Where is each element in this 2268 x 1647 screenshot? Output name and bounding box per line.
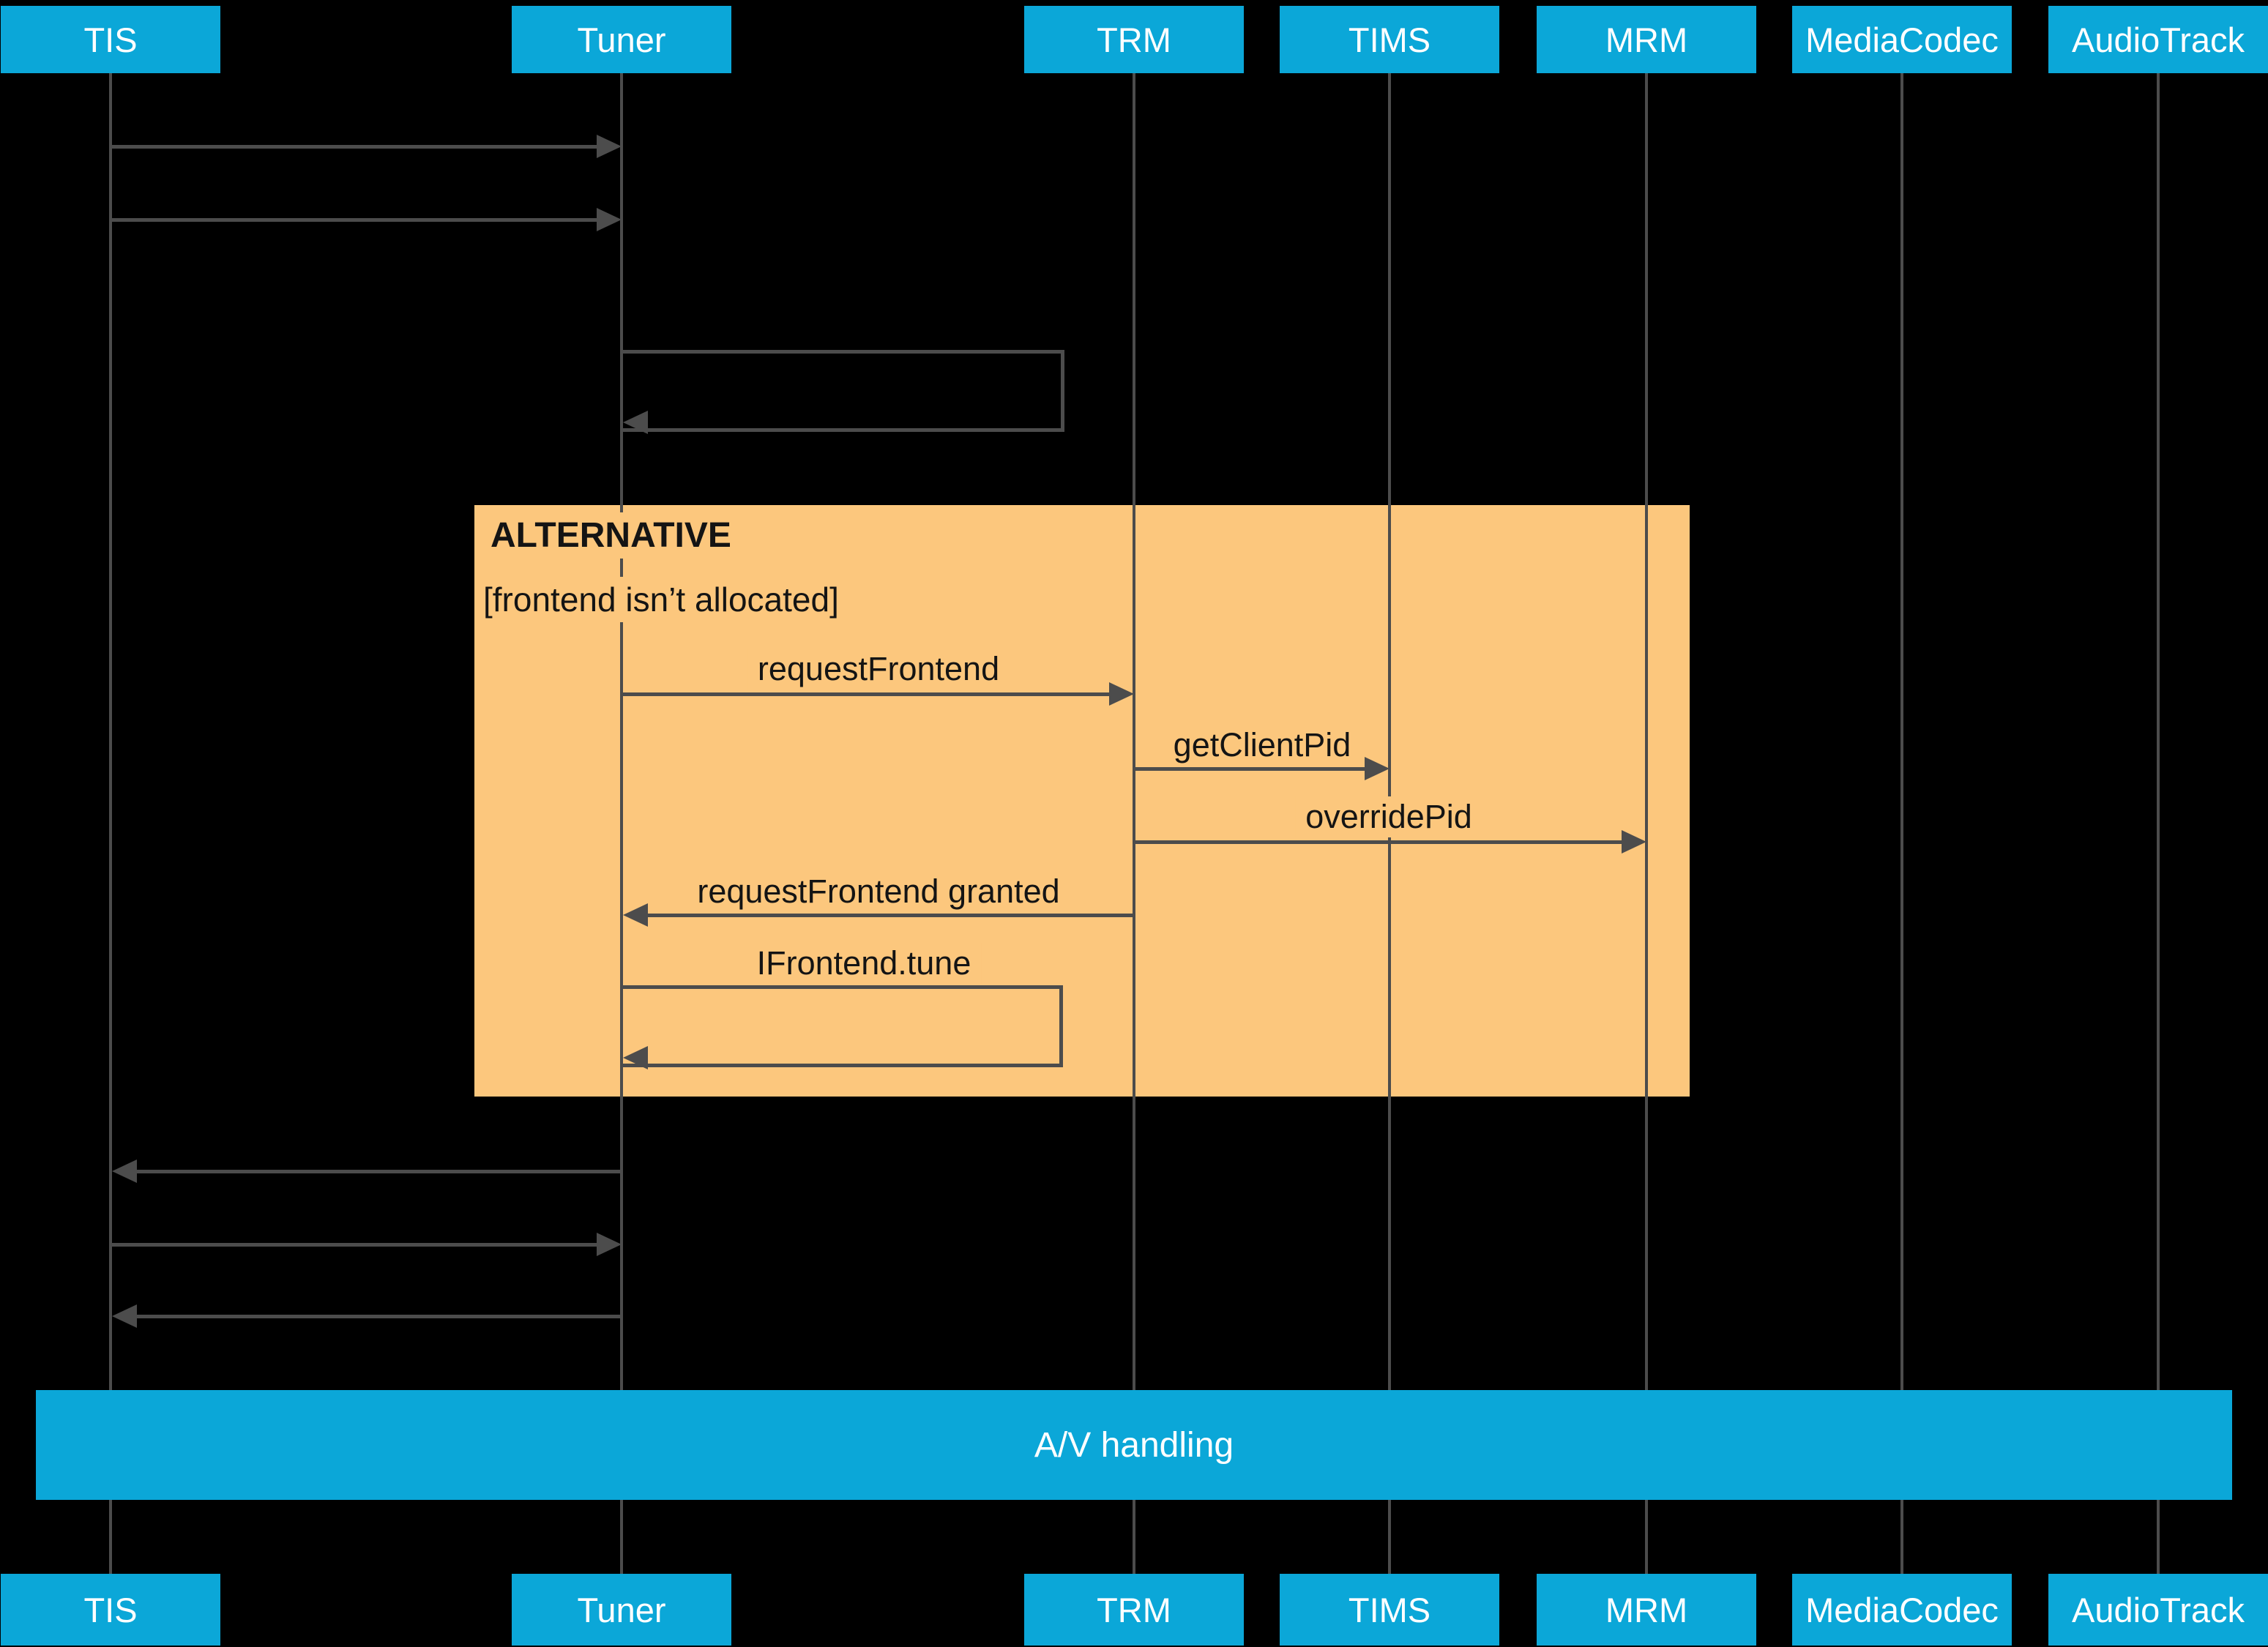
message-label-request-frontend-granted: requestFrontend granted [687,871,1070,912]
arrow-trm-to-tuner-granted [648,914,1134,917]
lifeline-trm [1133,73,1135,1574]
av-handling-band: A/V handling [36,1390,2232,1500]
arrowhead-left-icon [112,1304,137,1328]
participant-bottom-tims: TIMS [1280,1574,1499,1646]
lifeline-audiotrack [2157,73,2160,1574]
self-message-tuner-1 [623,350,1064,432]
arrow-trm-to-mrm-overridepid [1135,840,1622,844]
participant-bottom-tis: TIS [1,1574,220,1646]
arrow-tuner-to-tis-1 [137,1170,622,1173]
participant-bottom-mrm: MRM [1537,1574,1756,1646]
arrowhead-right-icon [1622,830,1646,854]
message-label-override-pid: overridePid [1295,796,1482,837]
arrowhead-left-icon [112,1159,137,1183]
participant-top-tis: TIS [1,6,220,73]
av-handling-label: A/V handling [1034,1425,1234,1465]
message-label-ifrontend-tune: IFrontend.tune [746,943,982,984]
alt-fragment-title: ALTERNATIVE [483,512,739,559]
participant-top-tims: TIMS [1280,6,1499,73]
participant-top-mediacodec: MediaCodec [1792,6,2012,73]
lifeline-tis [109,73,112,1574]
arrowhead-right-icon [597,135,622,158]
arrow-tuner-to-tis-2 [137,1315,622,1318]
self-message-tuner-ifrontend-tune [623,985,1063,1067]
message-label-request-frontend: requestFrontend [747,649,1010,690]
lifeline-mediacodec [1900,73,1903,1574]
arrow-tuner-to-trm-requestfrontend [623,692,1109,696]
participant-top-audiotrack: AudioTrack [2048,6,2268,73]
participant-bottom-mediacodec: MediaCodec [1792,1574,2012,1646]
participant-top-trm: TRM [1024,6,1244,73]
arrowhead-right-icon [597,208,622,231]
participant-top-tuner: Tuner [512,6,731,73]
arrowhead-right-icon [597,1233,622,1256]
lifeline-tuner [620,73,623,1574]
message-label-get-client-pid: getClientPid [1163,725,1362,766]
participant-bottom-tuner: Tuner [512,1574,731,1646]
arrow-trm-to-tims-getclientpid [1135,767,1365,771]
arrowhead-left-icon [623,1046,648,1069]
participant-bottom-trm: TRM [1024,1574,1244,1646]
participant-top-mrm: MRM [1537,6,1756,73]
alt-fragment-guard: [frontend isn’t allocated] [476,577,846,622]
arrow-tis-to-tuner-2 [112,218,597,222]
arrowhead-left-icon [623,411,648,434]
lifeline-mrm [1645,73,1648,1574]
arrowhead-left-icon [623,903,648,927]
arrowhead-right-icon [1109,682,1134,706]
arrow-tis-to-tuner-3 [112,1243,597,1247]
participant-bottom-audiotrack: AudioTrack [2048,1574,2268,1646]
arrowhead-right-icon [1365,757,1389,780]
arrow-tis-to-tuner-1 [112,145,597,149]
